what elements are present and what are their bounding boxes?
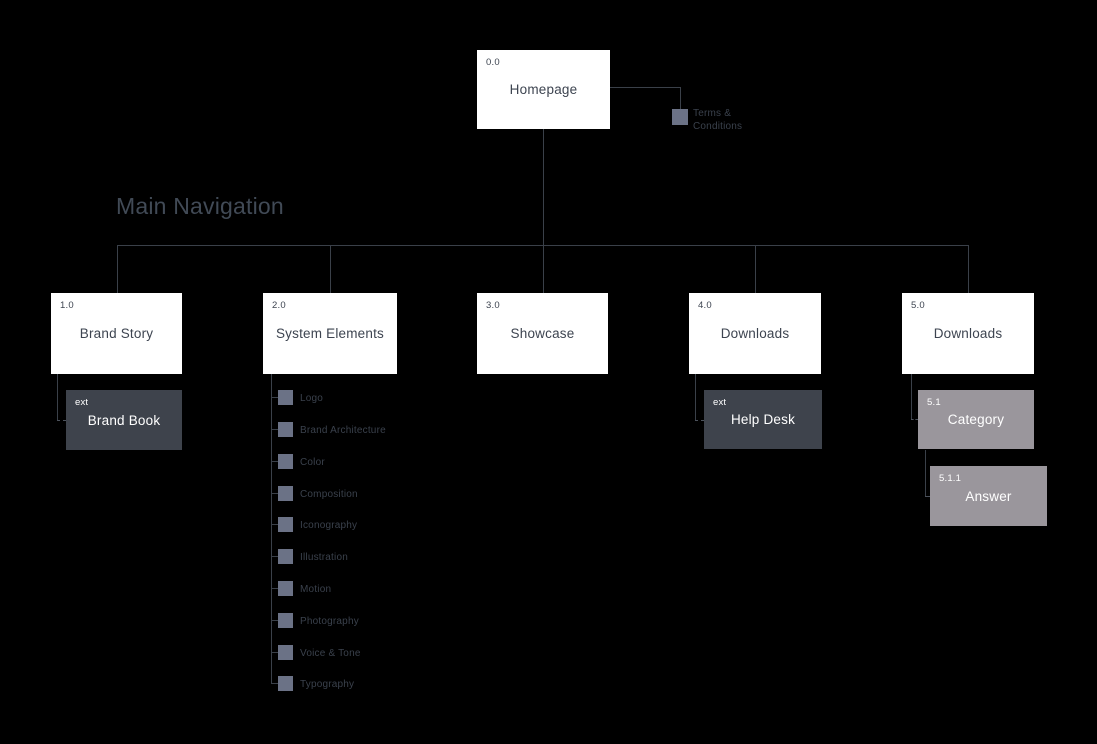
tick-line <box>271 588 278 589</box>
node-number: ext <box>75 397 89 408</box>
bullet-square-icon <box>278 486 293 501</box>
bullet-square-icon <box>278 454 293 469</box>
bullet-square-icon <box>278 645 293 660</box>
node-number: 5.0 <box>911 300 925 311</box>
node-number: 1.0 <box>60 300 74 311</box>
list-item-label: Illustration <box>300 552 348 563</box>
list-item-logo: Logo <box>271 390 401 406</box>
list-item-typography: Typography <box>271 676 401 692</box>
tick-line <box>271 429 278 430</box>
node-title: Showcase <box>510 326 575 341</box>
connector-drop-system-elements <box>330 245 331 293</box>
node-category: 5.1 Category <box>918 390 1034 449</box>
node-title: Category <box>947 412 1005 427</box>
node-title: Brand Story <box>79 326 154 341</box>
node-number: 3.0 <box>486 300 500 311</box>
list-item-iconography: Iconography <box>271 517 401 533</box>
bullet-square-icon <box>278 613 293 628</box>
bullet-square-icon <box>278 517 293 532</box>
list-item-photography: Photography <box>271 613 401 629</box>
list-item-illustration: Illustration <box>271 549 401 565</box>
node-downloads-5: 5.0 Downloads <box>902 293 1034 374</box>
node-title: Downloads <box>933 326 1003 341</box>
tick-line <box>271 556 278 557</box>
node-title: Brand Book <box>87 412 161 428</box>
bullet-square-icon <box>278 581 293 596</box>
tick-line <box>271 524 278 525</box>
connector-drop-downloads-4 <box>755 245 756 293</box>
list-item-color: Color <box>271 454 401 470</box>
node-terms-conditions-label: Terms & Conditions <box>693 108 743 132</box>
list-item-label: Voice & Tone <box>300 648 361 659</box>
node-showcase: 3.0 Showcase <box>477 293 608 374</box>
connector-answer-dash <box>925 496 930 497</box>
tick-line <box>271 461 278 462</box>
connector-system-elements-list <box>271 374 272 684</box>
connector-homepage-to-nav <box>543 129 544 245</box>
node-homepage: 0.0 Homepage <box>477 50 610 129</box>
tick-line <box>271 493 278 494</box>
list-item-label: Typography <box>300 679 355 690</box>
list-item-voice-and-tone: Voice & Tone <box>271 645 401 661</box>
connector-brand-book-vertical <box>57 374 58 420</box>
list-item-label: Composition <box>300 489 358 500</box>
node-system-elements: 2.0 System Elements <box>263 293 397 374</box>
connector-category-dash <box>911 419 918 420</box>
list-item-label: Brand Architecture <box>300 425 386 436</box>
list-item-composition: Composition <box>271 486 401 502</box>
list-item-label: Color <box>300 457 325 468</box>
node-title: Answer <box>965 488 1012 504</box>
terms-square-icon <box>672 109 688 125</box>
connector-help-desk-dash <box>695 420 704 421</box>
connector-brand-book-dash <box>57 420 66 421</box>
connector-drop-brand-story <box>117 245 118 293</box>
list-item-label: Photography <box>300 616 359 627</box>
connector-terms-vertical <box>680 87 681 109</box>
node-answer: 5.1.1 Answer <box>930 466 1047 526</box>
tick-line <box>271 652 278 653</box>
list-item-label: Logo <box>300 393 324 404</box>
node-title: Help Desk <box>730 412 796 427</box>
node-title: Homepage <box>509 82 578 97</box>
list-item-motion: Motion <box>271 581 401 597</box>
node-title: Downloads <box>720 326 790 341</box>
node-title: System Elements <box>275 326 385 341</box>
node-number: 5.1.1 <box>939 473 962 484</box>
section-label-main-navigation: Main Navigation <box>116 193 284 219</box>
connector-answer-vertical <box>925 450 926 496</box>
connector-help-desk-vertical <box>695 374 696 420</box>
bullet-square-icon <box>278 422 293 437</box>
list-item-label: Motion <box>300 584 332 595</box>
bullet-square-icon <box>278 390 293 405</box>
node-brand-story: 1.0 Brand Story <box>51 293 182 374</box>
connector-drop-downloads-5 <box>968 245 969 293</box>
node-number: 2.0 <box>272 300 286 311</box>
bullet-square-icon <box>278 549 293 564</box>
connector-terms-horizontal <box>610 87 680 88</box>
tick-line <box>271 397 278 398</box>
list-item-brand-architecture: Brand Architecture <box>271 422 401 438</box>
node-number: 5.1 <box>927 397 941 408</box>
connector-category-vertical <box>911 374 912 419</box>
node-number: ext <box>713 397 727 408</box>
node-help-desk-external: ext Help Desk <box>704 390 822 449</box>
connector-drop-showcase <box>543 245 544 293</box>
list-item-label: Iconography <box>300 520 358 531</box>
tick-line <box>271 683 278 684</box>
node-downloads-4: 4.0 Downloads <box>689 293 821 374</box>
node-number: 4.0 <box>698 300 712 311</box>
tick-line <box>271 620 278 621</box>
bullet-square-icon <box>278 676 293 691</box>
node-number: 0.0 <box>486 57 500 68</box>
node-brand-book-external: ext Brand Book <box>66 390 182 450</box>
